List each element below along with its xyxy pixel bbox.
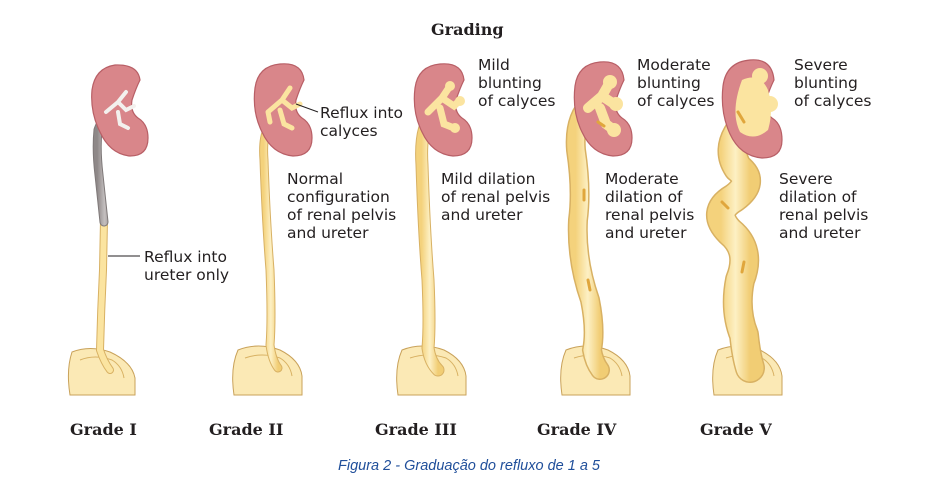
label-line: dilation of: [779, 188, 857, 206]
label-grade2-calyces: Reflux into calyces: [320, 104, 403, 140]
label-line: blunting: [478, 74, 542, 92]
label-line: Severe: [794, 56, 848, 74]
label-line: Severe: [779, 170, 833, 188]
label-line: of renal pelvis: [287, 206, 397, 224]
label-grade4-calyces: Moderate blunting of calyces: [637, 56, 715, 110]
label-line: configuration: [287, 188, 390, 206]
grade-1-drawing: [67, 64, 149, 396]
label-line: Moderate: [605, 170, 679, 188]
label-line: and ureter: [287, 224, 369, 242]
label-line: of calyces: [478, 92, 556, 110]
label-grade5-pelvis: Severe dilation of renal pelvis and uret…: [779, 170, 868, 242]
label-line: renal pelvis: [779, 206, 869, 224]
label-line: blunting: [637, 74, 701, 92]
label-line: Reflux into: [320, 104, 403, 122]
label-grade3-calyces: Mild blunting of calyces: [478, 56, 556, 110]
label-grade2-pelvis: Normal configuration of renal pelvis and…: [287, 170, 396, 242]
label-grade3-pelvis: Mild dilation of renal pelvis and ureter: [441, 170, 550, 224]
grade-2-drawing: [232, 63, 319, 396]
label-line: renal pelvis: [605, 206, 695, 224]
grade-4-name: Grade IV: [537, 420, 617, 439]
grade-1-name: Grade I: [70, 420, 137, 439]
grade-5-drawing: [706, 59, 783, 396]
label-grade5-calyces: Severe blunting of calyces: [794, 56, 872, 110]
bladder-1: [67, 348, 136, 396]
grade-4-drawing: [560, 61, 633, 396]
label-line: Normal: [287, 170, 344, 188]
label-line: ureter only: [144, 266, 230, 284]
kidney-2: [253, 63, 313, 157]
label-line: and ureter: [441, 206, 523, 224]
label-line: Mild: [478, 56, 510, 74]
grade-2-name: Grade II: [209, 420, 284, 439]
label-line: Mild dilation: [441, 170, 536, 188]
figure-title: Grading: [431, 20, 504, 39]
figure-caption: Figura 2 - Graduação do refluxo de 1 a 5: [338, 458, 600, 474]
bladder-2: [232, 345, 303, 396]
label-line: of calyces: [794, 92, 872, 110]
label-line: Reflux into: [144, 248, 227, 266]
grade-5-name: Grade V: [700, 420, 772, 439]
grade-3-name: Grade III: [375, 420, 457, 439]
kidney-1: [91, 64, 149, 157]
label-line: of calyces: [637, 92, 715, 110]
label-grade4-pelvis: Moderate dilation of renal pelvis and ur…: [605, 170, 694, 242]
label-line: and ureter: [605, 224, 687, 242]
label-line: of renal pelvis: [441, 188, 551, 206]
label-line: and ureter: [779, 224, 861, 242]
grade-3-drawing: [396, 63, 473, 396]
label-line: blunting: [794, 74, 858, 92]
label-line: dilation of: [605, 188, 683, 206]
label-line: calyces: [320, 122, 378, 140]
label-line: Moderate: [637, 56, 711, 74]
label-grade1-reflux: Reflux into ureter only: [144, 248, 229, 284]
